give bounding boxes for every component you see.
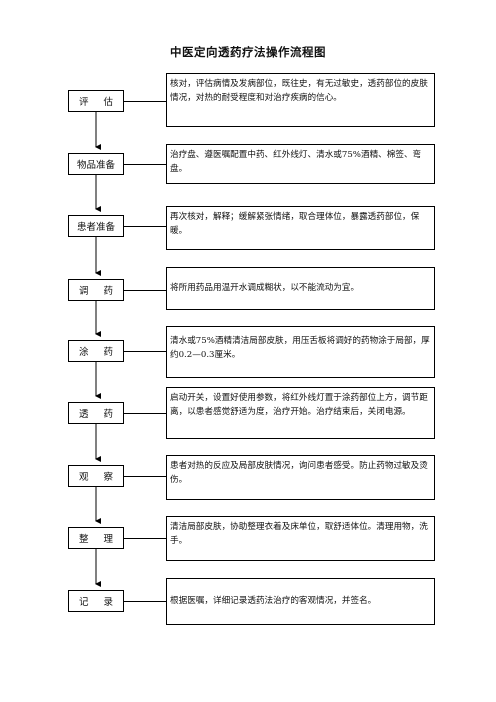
desc-box-mix-medicine: 将所用药品用温开水调成糊状，以不能流动为宜。 <box>166 267 435 310</box>
desc-text: 根据医嘱，详细记录透药法治疗的客观情况，并签名。 <box>170 596 377 606</box>
step-label: 透 药 <box>78 409 120 420</box>
desc-box-record: 根据医嘱，详细记录透药法治疗的客观情况，并签名。 <box>166 578 435 625</box>
connector-line <box>124 226 166 227</box>
step-label: 整 理 <box>78 534 120 545</box>
step-label: 物品准备 <box>76 160 115 171</box>
step-box-mix-medicine: 调 药 <box>68 279 124 301</box>
step-box-assess: 评 估 <box>68 90 124 112</box>
page-title: 中医定向透药疗法操作流程图 <box>170 45 326 59</box>
connector-line <box>124 290 166 291</box>
desc-text: 将所用药品用温开水调成糊状，以不能流动为宜。 <box>170 283 360 293</box>
desc-box-observe: 患者对热的反应及局部皮肤情况，询问患者感受。防止药物过敏及烫伤。 <box>166 455 435 500</box>
desc-text: 患者对热的反应及局部皮肤情况，询问患者感受。防止药物过敏及烫伤。 <box>170 461 428 485</box>
step-box-prepare-items: 物品准备 <box>68 153 124 175</box>
step-label: 观 察 <box>78 472 120 483</box>
step-box-observe: 观 察 <box>68 465 124 487</box>
desc-box-transdermal: 启动开关，设置好使用参数，将红外线灯置于涂药部位上方，调节距离，以患者感觉舒适为… <box>166 387 435 439</box>
desc-box-apply-medicine: 清水或75%酒精清洁局部皮肤，用压舌板将调好的药物涂于局部，厚约0.2—0.3厘… <box>166 326 435 378</box>
desc-text: 启动开关，设置好使用参数，将红外线灯置于涂药部位上方，调节距离，以患者感觉舒适为… <box>170 393 428 417</box>
desc-text: 治疗盘、遵医嘱配置中药、红外线灯、清水或75%酒精、棉签、弯盘。 <box>170 150 422 174</box>
connector-line <box>124 538 166 539</box>
step-label: 调 药 <box>78 286 120 297</box>
step-label: 患者准备 <box>76 222 115 233</box>
connector-line <box>124 476 166 477</box>
connector-line <box>124 601 166 602</box>
desc-text: 清水或75%酒精清洁局部皮肤，用压舌板将调好的药物涂于局部，厚约0.2—0.3厘… <box>170 336 430 360</box>
step-label: 记 录 <box>78 597 120 608</box>
desc-box-prepare-items: 治疗盘、遵医嘱配置中药、红外线灯、清水或75%酒精、棉签、弯盘。 <box>166 144 435 184</box>
desc-box-prepare-patient: 再次核对，解释；缓解紧张情绪，取合理体位，暴露透药部位，保暖。 <box>166 206 435 250</box>
desc-text: 核对，评估病情及发病部位，既往史，有无过敏史，透药部位的皮肤情况，对热的耐受程度… <box>170 79 428 103</box>
step-label: 评 估 <box>78 97 120 108</box>
step-label: 涂 药 <box>78 347 120 358</box>
step-box-record: 记 录 <box>68 590 124 612</box>
connector-line <box>124 164 166 165</box>
step-box-prepare-patient: 患者准备 <box>68 215 124 237</box>
connector-line <box>124 413 166 414</box>
desc-box-tidy: 清洁局部皮肤，协助整理衣着及床单位，取舒适体位。清理用物，洗手。 <box>166 516 435 561</box>
desc-text: 清洁局部皮肤，协助整理衣着及床单位，取舒适体位。清理用物，洗手。 <box>170 522 428 546</box>
connector-line <box>124 351 166 352</box>
desc-box-assess: 核对，评估病情及发病部位，既往史，有无过敏史，透药部位的皮肤情况，对热的耐受程度… <box>166 73 435 127</box>
step-box-transdermal: 透 药 <box>68 402 124 424</box>
step-box-apply-medicine: 涂 药 <box>68 340 124 362</box>
connector-line <box>124 101 166 102</box>
desc-text: 再次核对，解释；缓解紧张情绪，取合理体位，暴露透药部位，保暖。 <box>170 212 420 236</box>
step-box-tidy: 整 理 <box>68 527 124 549</box>
